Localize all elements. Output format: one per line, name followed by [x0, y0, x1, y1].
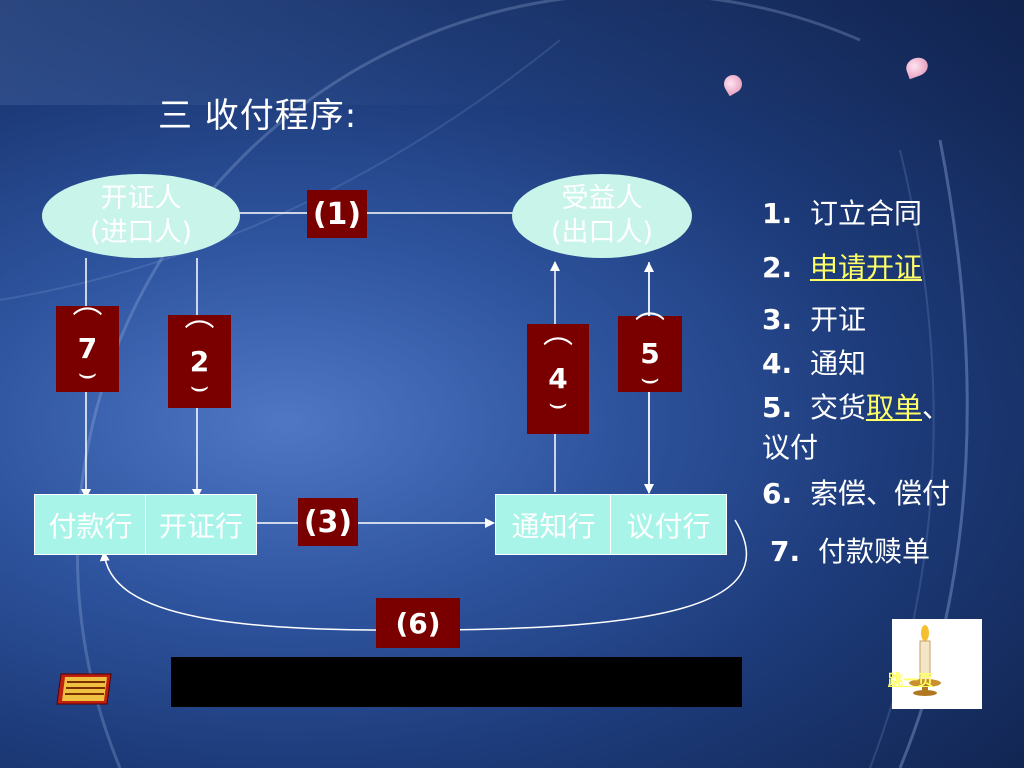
- paren-close: ⌣: [640, 361, 660, 396]
- paren-close: ⌣: [77, 356, 98, 391]
- next-page-link[interactable]: 跳一页: [888, 671, 934, 689]
- paren-close: ⌣: [189, 368, 210, 404]
- candle-icon: [909, 625, 941, 696]
- step-label-7-num: 7: [77, 332, 98, 365]
- step-text: 开证: [809, 303, 866, 336]
- step-text: 付款赎单: [817, 535, 930, 568]
- step-label-5: ⌒ 5 ⌣: [618, 311, 682, 396]
- slide-title: 三 收付程序:: [158, 96, 358, 136]
- step-label-2: ⌒ 2 ⌣: [168, 315, 231, 408]
- paren-open: ⌒: [184, 318, 215, 354]
- exporter-node: 受益人 (出口人): [512, 174, 692, 258]
- step-item: 1. 订立合同: [762, 192, 922, 232]
- step-item: 2. 申请开证: [762, 246, 922, 286]
- paren-open: ⌒: [72, 306, 103, 341]
- negotiating-bank-node: 议付行: [610, 494, 727, 555]
- importer-node: 开证人 (进口人): [42, 174, 240, 258]
- importer-role: (进口人): [89, 217, 193, 248]
- advising-bank-node: 通知行: [495, 494, 612, 555]
- step-item: 3. 开证: [762, 298, 866, 338]
- paren-open: ⌒: [635, 311, 665, 346]
- step-item: 7. 付款赎单: [770, 530, 930, 570]
- exporter-name: 受益人: [561, 183, 643, 214]
- step-number: 5.: [762, 391, 793, 424]
- paren-open: ⌒: [543, 336, 573, 371]
- step-item: 4. 通知: [762, 342, 866, 382]
- step-number: 6.: [762, 477, 793, 510]
- step-number: 2.: [762, 251, 793, 284]
- step-label-4: ⌒ 4 ⌣: [527, 324, 589, 434]
- step-number: 7.: [770, 535, 801, 568]
- get-documents-link[interactable]: 取单: [865, 391, 922, 424]
- step-number: 4.: [762, 347, 793, 380]
- step-label-2-num: 2: [189, 344, 210, 378]
- step-item-continuation: 议付: [762, 426, 818, 466]
- importer-name: 开证人: [100, 183, 182, 214]
- exporter-role: (出口人): [550, 217, 654, 248]
- step-label-4-num: 4: [548, 362, 568, 395]
- step-text: 订立合同: [809, 197, 922, 230]
- step-suffix: 、: [921, 391, 950, 424]
- step-text: 索偿、偿付: [809, 477, 950, 510]
- step-number: 1.: [762, 197, 793, 230]
- step-label-5-num: 5: [640, 337, 660, 370]
- step-label-3: (3): [298, 498, 358, 546]
- apply-lc-link[interactable]: 申请开证: [809, 251, 922, 284]
- step-label-6: (6): [376, 598, 460, 648]
- book-icon[interactable]: [55, 672, 115, 706]
- globe-banner: [0, 0, 1024, 105]
- step-item: 6. 索偿、偿付: [762, 472, 950, 512]
- step-text: 交货: [809, 391, 866, 424]
- step-label-1: (1): [307, 190, 367, 238]
- step-label-7: ⌒ 7 ⌣: [56, 306, 119, 392]
- black-bar: [171, 657, 742, 707]
- step-text: 通知: [809, 347, 866, 380]
- step-text: 议付: [762, 431, 819, 464]
- paren-close: ⌣: [548, 386, 568, 421]
- step-item: 5. 交货取单、: [762, 386, 950, 426]
- issuing-bank-node: 开证行: [145, 494, 257, 555]
- next-page-button[interactable]: [892, 619, 982, 709]
- step-number: 3.: [762, 303, 793, 336]
- paying-bank-node: 付款行: [34, 494, 147, 555]
